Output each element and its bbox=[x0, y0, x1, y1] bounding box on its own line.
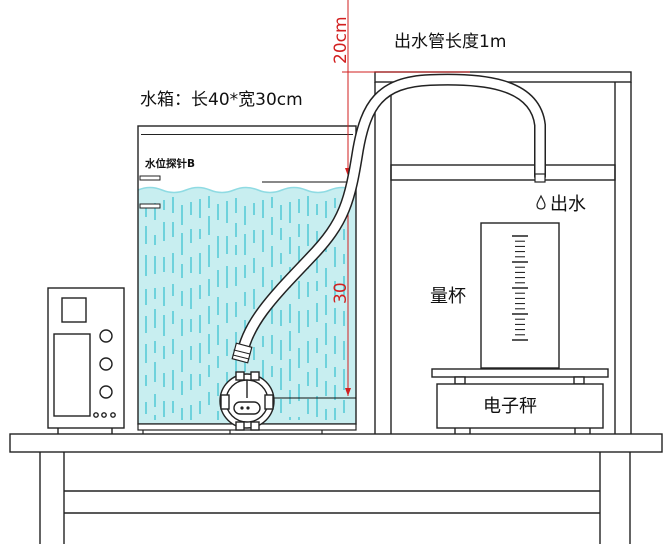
knob-icon bbox=[99, 385, 113, 399]
water-probe-label: 水位探针B bbox=[144, 157, 195, 170]
water-streaks bbox=[145, 196, 345, 420]
knob-icon bbox=[99, 357, 113, 371]
water-drop-icon bbox=[536, 194, 546, 210]
outlet-label: 出水 bbox=[550, 194, 586, 215]
controller-panel bbox=[53, 333, 91, 417]
indicator-dot bbox=[110, 412, 116, 418]
probe-holder-top bbox=[139, 175, 161, 181]
arrow-down-bottom bbox=[345, 388, 351, 396]
indicator-dot bbox=[101, 412, 107, 418]
water-tank bbox=[137, 125, 357, 434]
scale-label: 电子秤 bbox=[483, 396, 537, 417]
pipe-length-label: 出水管长度1m bbox=[394, 32, 506, 52]
controller-display bbox=[61, 297, 87, 323]
water-depth-dimension: 30 bbox=[331, 282, 351, 304]
measuring-cup-label: 量杯 bbox=[430, 286, 466, 307]
measuring-cup bbox=[480, 222, 560, 369]
knob-icon bbox=[99, 329, 113, 343]
water-body bbox=[138, 187, 356, 424]
probe-holder-bottom bbox=[139, 203, 161, 209]
discharge-pipe bbox=[231, 73, 546, 364]
top-gap-dimension: 20cm bbox=[331, 16, 351, 64]
cup-graduation bbox=[512, 235, 528, 341]
indicator-dot bbox=[93, 412, 99, 418]
tank-size-label: 水箱：长40*宽30cm bbox=[140, 90, 303, 110]
pump-icon bbox=[219, 371, 275, 431]
water-surface bbox=[137, 186, 357, 194]
right-frame bbox=[374, 71, 632, 434]
controller-box bbox=[47, 287, 125, 434]
electronic-scale bbox=[431, 368, 609, 434]
table bbox=[9, 433, 663, 544]
